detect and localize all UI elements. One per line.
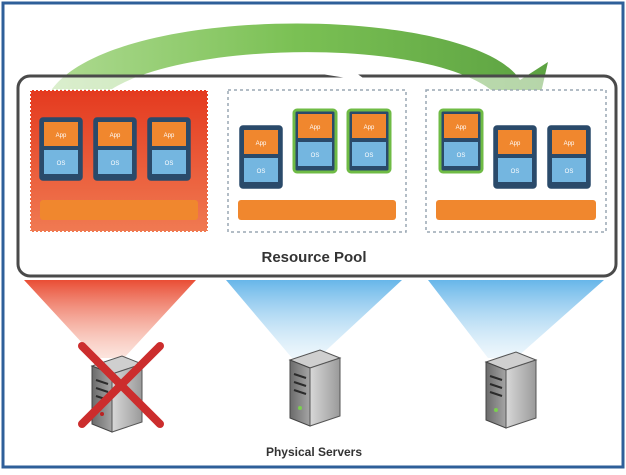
- vm-os-label: OS: [311, 153, 320, 159]
- vm-app-label: App: [510, 141, 521, 147]
- vm-app-block: [552, 130, 586, 154]
- failed-x-mark: [78, 342, 164, 428]
- vm-app-label: App: [456, 125, 467, 131]
- vm-app-label: App: [56, 133, 67, 139]
- vm-app-block: [298, 114, 332, 138]
- vm-os-label: OS: [57, 161, 66, 167]
- vm-os-label: OS: [511, 169, 520, 175]
- vm-os-block: [98, 150, 132, 174]
- server-3-beam: [428, 280, 604, 358]
- physical-servers-label: Physical Servers: [266, 445, 362, 459]
- vm-app-block: [498, 130, 532, 154]
- vm-os-label: OS: [457, 153, 466, 159]
- vm-os-block: [244, 158, 278, 182]
- vm-os-block: [498, 158, 532, 182]
- vm-os-label: OS: [165, 161, 174, 167]
- vm-os-block: [352, 142, 386, 166]
- vm-app-block: [444, 114, 478, 138]
- vm-os-label: OS: [365, 153, 374, 159]
- vm-app-block: [352, 114, 386, 138]
- physical-server-icon: [484, 351, 538, 429]
- server-layer: [90, 349, 538, 433]
- migration-arrow: [42, 23, 548, 150]
- vm-os-block: [44, 150, 78, 174]
- physical-server-icon: [288, 349, 342, 427]
- hypervisor-bar: [436, 200, 596, 220]
- vm-app-label: App: [364, 125, 375, 131]
- vm-os-block: [444, 142, 478, 166]
- vm-app-label: App: [256, 141, 267, 147]
- vm-app-label: App: [164, 133, 175, 139]
- vm-app-label: App: [310, 125, 321, 131]
- vm-app-block: [98, 122, 132, 146]
- vm-app-label: App: [110, 133, 121, 139]
- arrow-highlight-head: [344, 66, 366, 88]
- arrow-highlight: [297, 65, 353, 79]
- vm-app-label: App: [564, 141, 575, 147]
- vm-layer: AppOSAppOSAppOSAppOSAppOSAppOSAppOSAppOS…: [39, 108, 591, 189]
- hypervisor-bar: [238, 200, 396, 220]
- vm-os-block: [552, 158, 586, 182]
- hypervisor-bar: [40, 200, 198, 220]
- vm-os-label: OS: [111, 161, 120, 167]
- vm-app-block: [244, 130, 278, 154]
- resource-pool-label: Resource Pool: [261, 249, 366, 266]
- vm-app-block: [152, 122, 186, 146]
- server-2-beam: [226, 280, 402, 358]
- vm-os-label: OS: [257, 169, 266, 175]
- vm-os-label: OS: [565, 169, 574, 175]
- vm-app-block: [44, 122, 78, 146]
- vm-os-block: [152, 150, 186, 174]
- failed-server-beam: [24, 280, 196, 358]
- vm-os-block: [298, 142, 332, 166]
